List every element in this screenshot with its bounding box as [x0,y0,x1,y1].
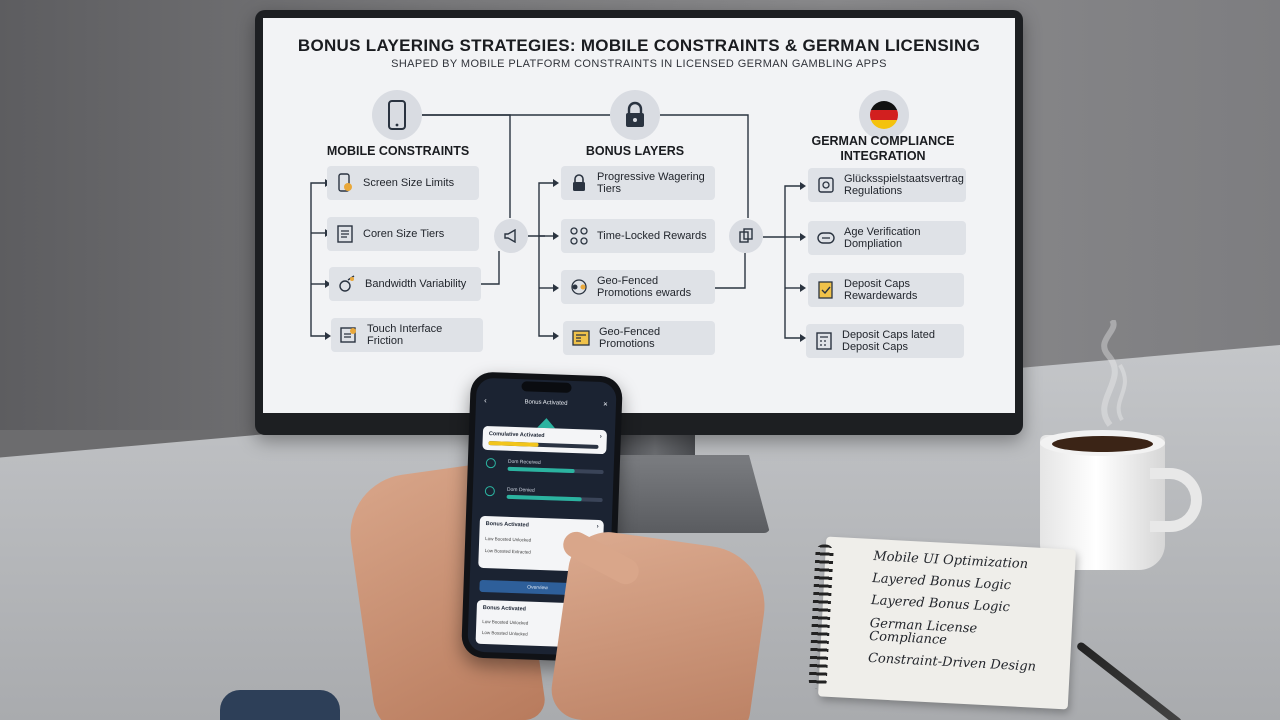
card-label: Coren Size Tiers [363,228,445,240]
column-heading-bonus: BONUS LAYERS [585,144,685,158]
card-geo-fenced-2: Geo-Fenced Promotions [563,321,715,355]
card-label: Bandwidth Variability [365,278,467,290]
column-heading-mobile: MOBILE CONSTRAINTS [326,144,470,158]
phone-notch [521,381,572,393]
coffee-mug [1040,435,1165,570]
calculator-icon [572,330,590,346]
cumulative-progress [488,441,599,449]
card-label: Touch Interface Friction [367,323,443,347]
steam-wisps [1101,320,1127,427]
card-geo-fenced-1: Geo-Fenced Promotions ewards [561,270,715,304]
notebook: Mobile UI Optimization Layered Bonus Log… [808,536,1077,710]
signal-icon [339,275,355,292]
smartphone: ‹ Bonus Activated ✕ Comulative Activated… [461,371,623,663]
card-label: Glücksspielstaatsvertrag Regulations [844,173,964,197]
note-line: Mobile UI Optimization [872,549,1029,573]
row-denied: Dom Denied [506,486,535,494]
infographic-subtitle: SHAPED BY MOBILE PLATFORM CONSTRAINTS IN… [391,58,887,70]
card-label: Deposit Caps Rewardewards [844,278,918,302]
note-line: Constraint-Driven Design [867,650,1037,675]
received-progress [507,466,604,475]
column-heading-compliance: GERMAN COMPLIANCE INTEGRATION [811,134,955,163]
mug-handle [1150,468,1202,532]
card-deposit-caps-2: Deposit Caps lated Deposit Caps [806,324,964,358]
phone-screen: ‹ Bonus Activated ✕ Comulative Activated… [467,377,617,657]
bonus-line: Low Boosted Unlocked [482,618,529,626]
cumulative-label: Comulative Activated [488,431,545,440]
document-check-icon [818,281,833,299]
sleeve [220,690,340,720]
note-line: Layered Bonus Logic [871,571,1012,594]
card-screen-size: Screen Size Limits [327,166,479,200]
lock-icon [610,90,660,140]
id-card-icon [817,232,835,244]
card-gluecksspiel: Glücksspielstaatsvertrag Regulations [808,168,966,202]
cumulative-card[interactable]: Comulative Activated › [482,425,608,455]
german-flag-icon [859,90,909,140]
card-touch: Touch Interface Friction [331,318,483,352]
card-time-locked: Time-Locked Rewards [561,219,715,253]
phone-title: Bonus Activated [524,399,568,407]
smartphone-icon [372,90,422,140]
note-line: Layered Bonus Logic [870,593,1011,616]
card-label: Time-Locked Rewards [597,230,707,242]
card-bandwidth: Bandwidth Variability [329,267,481,301]
card-coren-size: Coren Size Tiers [327,217,479,251]
card-label: Deposit Caps lated Deposit Caps [842,329,935,353]
connector-lines [310,114,806,342]
card-age-verification: Age Verification Dompliation [808,221,966,255]
card-label: Age Verification Dompliation [844,226,921,250]
bonus-badge-icon [537,418,556,429]
coffee-surface [1052,436,1153,452]
grid-icon [570,227,588,245]
chevron-right-icon: › [599,433,602,441]
document-icon [337,225,353,243]
calculator-icon [816,332,832,350]
bonus-card-title: Bonus Activated [482,604,527,613]
bonus-line: Low Boosted Unlocked [485,536,532,543]
megaphone-icon [494,219,528,253]
row-received: Dom Received [507,458,541,466]
chevron-right-icon: › [596,523,599,530]
scan-icon [818,177,834,193]
card-label: Progressive Wagering Tiers [597,171,705,195]
denied-progress [506,494,603,503]
bonus-line: Low Bossted Extracted [484,548,531,555]
card-label: Screen Size Limits [363,177,455,189]
touch-icon [340,327,356,343]
card-label: Geo-Fenced Promotions [599,326,661,350]
card-label: Geo-Fenced Promotions ewards [597,275,692,299]
bonus-line: Low Bossted Unlocked [481,629,528,637]
note-line: German License Compliance [868,615,978,649]
network-icon [571,279,587,295]
lock-icon [573,174,585,191]
infographic-title: BONUS LAYERING STRATEGIES: MOBILE CONSTR… [297,36,981,55]
card-progressive: Progressive Wagering Tiers [561,166,715,200]
close-icon[interactable]: ✕ [602,402,609,409]
refresh-icon [485,458,497,469]
phone-hand-icon [338,173,352,192]
card-deposit-caps-1: Deposit Caps Rewardewards [808,273,964,307]
copy-icon [729,219,763,253]
refresh-icon [484,485,496,497]
bonus-card-title: Bonus Activated [485,521,530,529]
monitor-screen: BONUS LAYERING STRATEGIES: MOBILE CONSTR… [263,18,1015,413]
